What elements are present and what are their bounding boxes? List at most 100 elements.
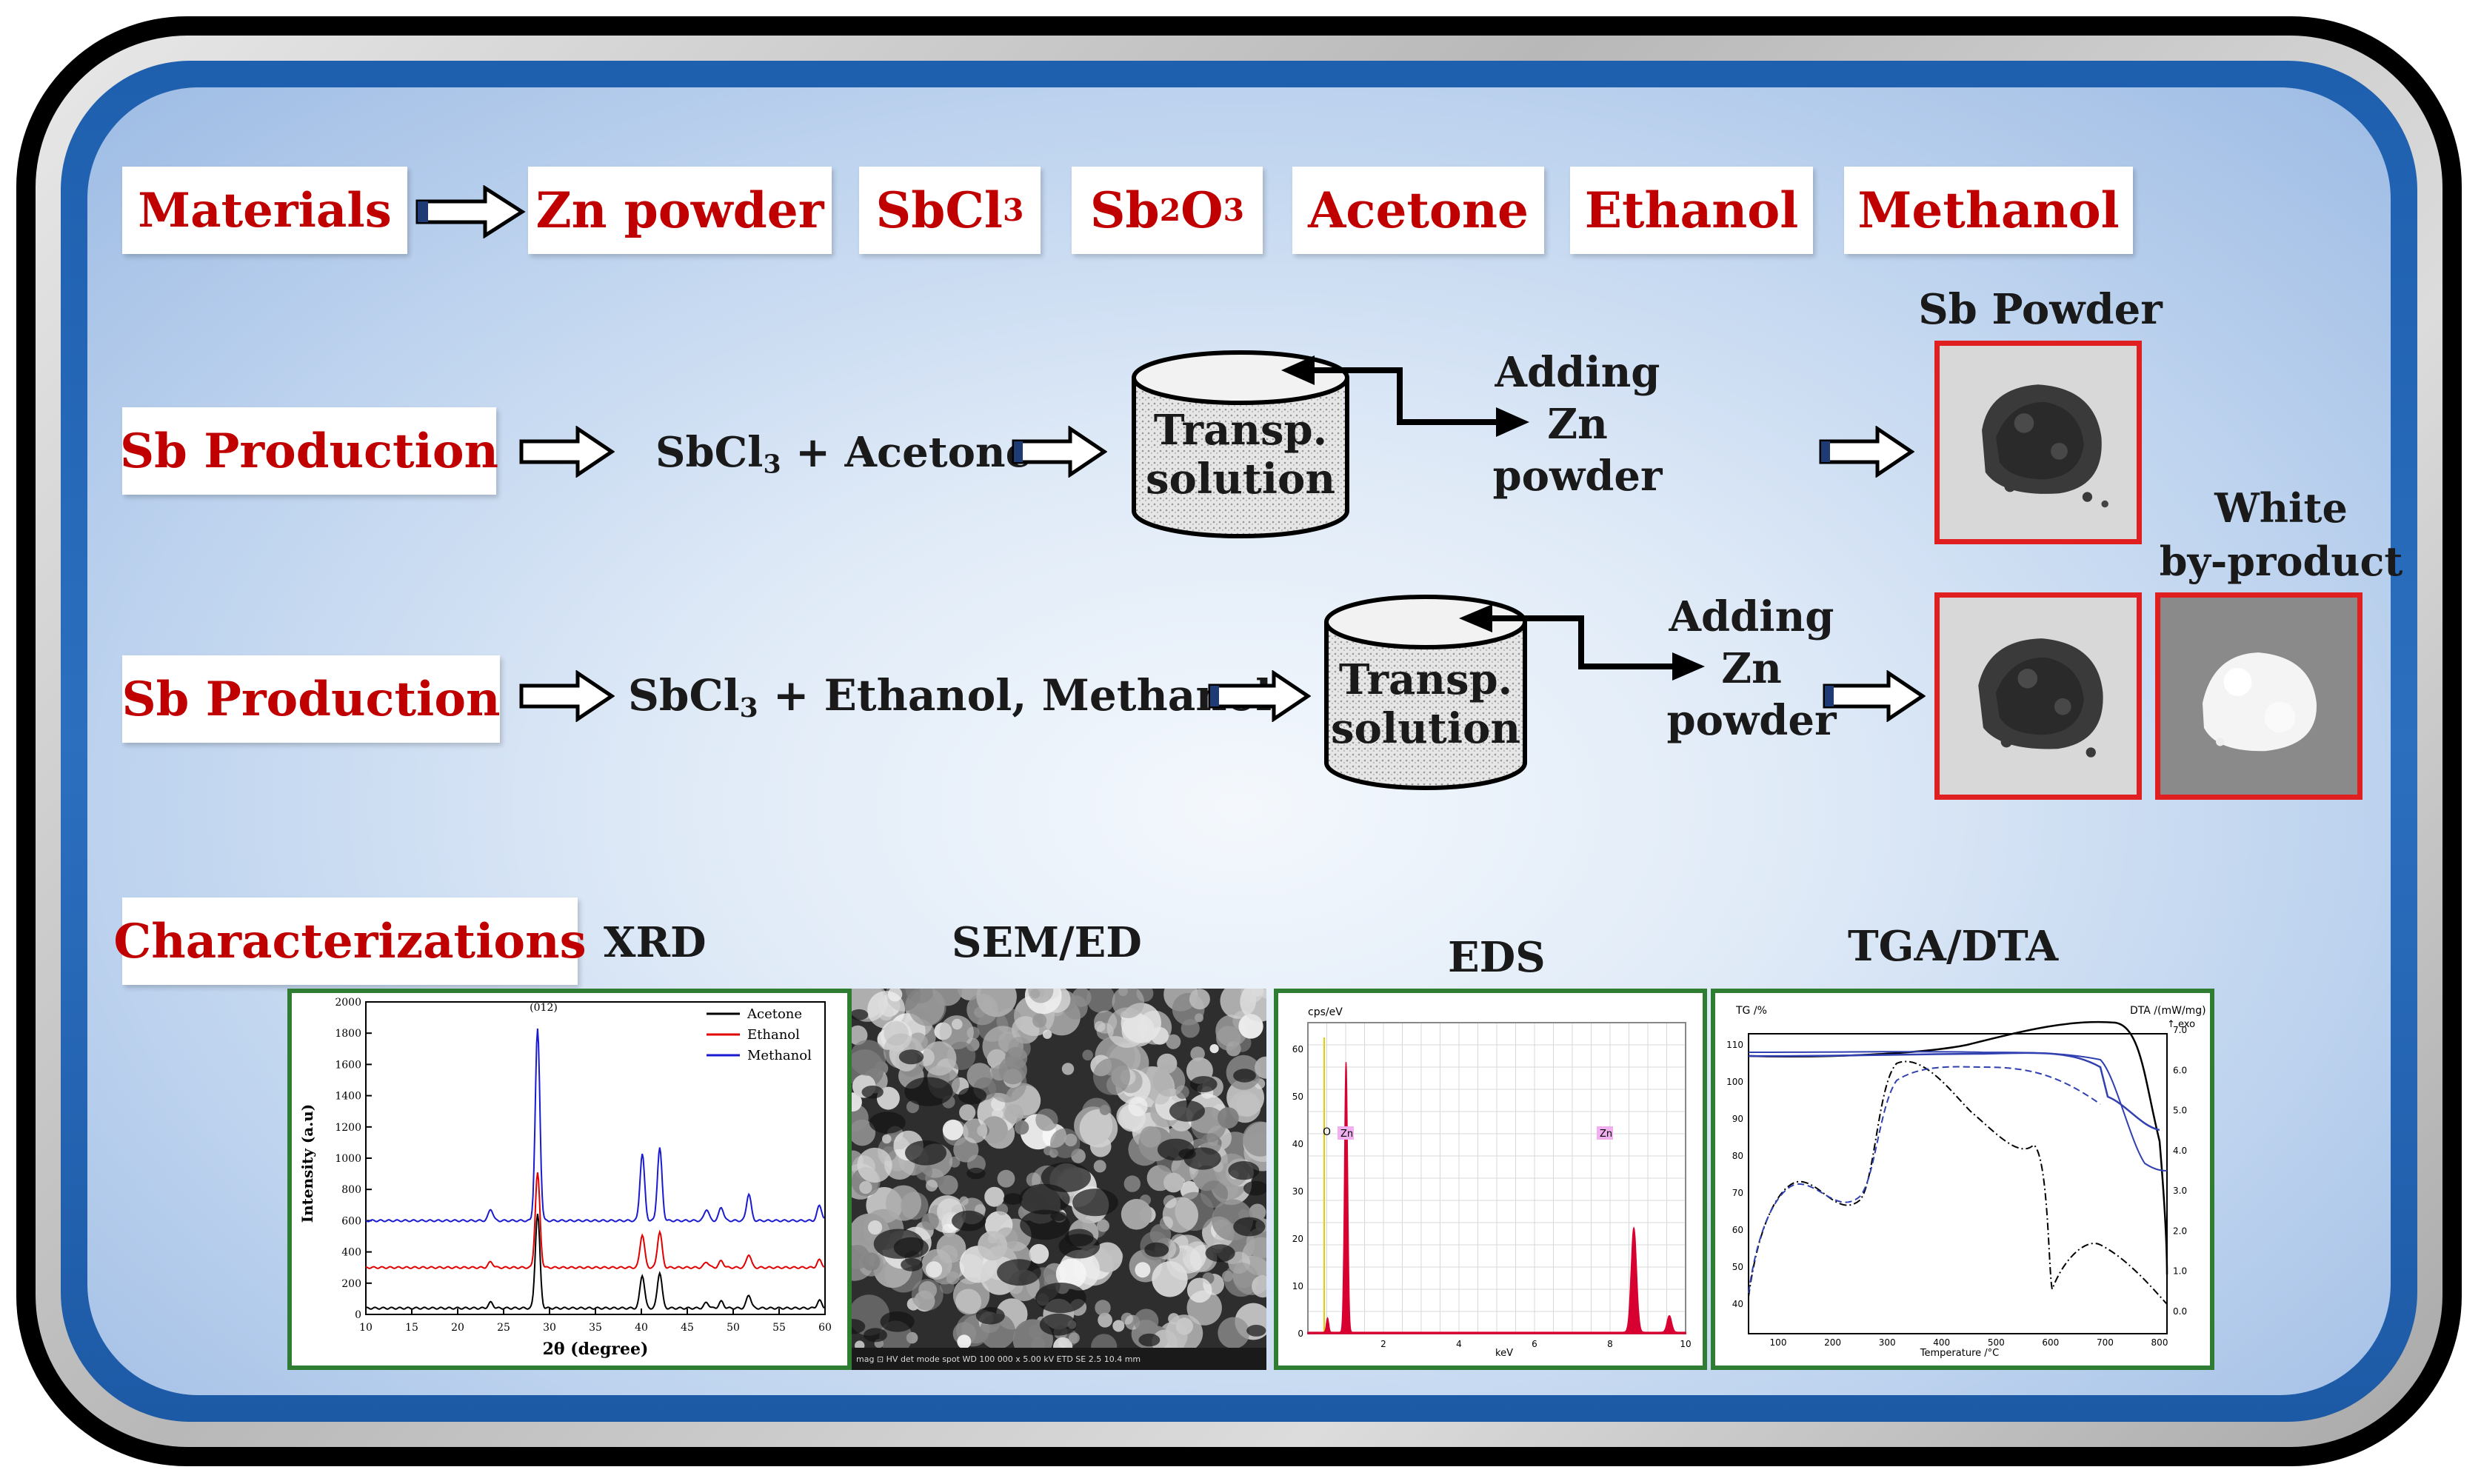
sem-footer: mag ⊡ HV det mode spot WD 100 000 x 5.00…: [856, 1354, 1141, 1364]
eds-x-tick: 8: [1607, 1339, 1613, 1349]
tga-svg: TG /% DTA /(mW/mg) ↑ exo 405060708090100…: [1726, 1005, 2206, 1359]
tga-curve-1: [1748, 1020, 2168, 1275]
tga-x-tick: 700: [2097, 1337, 2114, 1348]
xrd-x-tick: 60: [818, 1322, 832, 1334]
arrow-route1-a: [519, 426, 615, 478]
tga-right-tick: 6.0: [2173, 1065, 2187, 1075]
xrd-series-acetone: [365, 1213, 825, 1310]
arrow-route2-b: [1208, 670, 1311, 722]
xrd-ylabel: Intensity (a.u): [298, 1104, 316, 1223]
eds-y-ticks: 0 10 20 30 40 50 60: [1292, 1044, 1303, 1339]
tga-left-tick: 90: [1732, 1114, 1743, 1124]
route2-label: Sb Production: [121, 655, 501, 743]
eds-y-tick: 60: [1292, 1044, 1303, 1054]
tga-right-label: DTA /(mW/mg): [2130, 1005, 2206, 1017]
eds-spectrum: [1307, 1062, 1686, 1334]
tga-x-tick: 400: [1933, 1337, 1950, 1348]
xrd-legend: Acetone Ethanol Methanol: [707, 1006, 812, 1063]
sb-powder-image-2: [1934, 592, 2142, 800]
tga-left-tick: 40: [1732, 1299, 1743, 1309]
svg-text:Acetone: Acetone: [747, 1006, 802, 1022]
xrd-x-tick: 35: [589, 1322, 602, 1334]
tga-left-tick: 80: [1732, 1151, 1743, 1161]
material-methanol: Methanol: [1844, 167, 2133, 254]
xrd-x-tick: 30: [543, 1322, 556, 1334]
eds-x-tick: 6: [1532, 1339, 1537, 1349]
eds-y-tick: 40: [1292, 1139, 1303, 1149]
eds-peak-o: O: [1323, 1126, 1331, 1138]
connector-route1: [1281, 355, 1529, 437]
xrd-y-tick: 400: [341, 1247, 361, 1259]
tga-left-tick: 70: [1732, 1188, 1743, 1198]
tga-left-tick: 60: [1732, 1225, 1743, 1235]
characterizations-label: Characterizations: [113, 898, 587, 985]
tga-exo: ↑ exo: [2167, 1019, 2195, 1030]
xrd-x-tick: 45: [681, 1322, 694, 1334]
tga-x-tick: 500: [1988, 1337, 2005, 1348]
xrd-title: XRD: [604, 918, 707, 967]
eds-title: EDS: [1448, 933, 1546, 982]
tga-right-tick: 3.0: [2173, 1186, 2187, 1196]
svg-text:Ethanol: Ethanol: [747, 1027, 800, 1043]
tga-right-tick: 4.0: [2173, 1146, 2187, 1156]
tga-right-tick: 2.0: [2173, 1226, 2187, 1236]
tga-right-tick: 7.0: [2173, 1025, 2187, 1035]
arrow-route1-b: [1012, 426, 1107, 478]
xrd-y-tick: 200: [341, 1278, 361, 1290]
material-acetone: Acetone: [1292, 167, 1544, 254]
tga-x-tick: 100: [1770, 1337, 1787, 1348]
xrd-y-tick: 2000: [335, 997, 361, 1009]
tga-right-ticks: 0.01.02.03.04.05.06.07.0: [2173, 1025, 2187, 1317]
materials-label: Materials: [122, 167, 407, 254]
xrd-y-tick: 1000: [335, 1153, 361, 1165]
sem-image: mag ⊡ HV det mode spot WD 100 000 x 5.00…: [852, 989, 1266, 1370]
tga-left-tick: 100: [1726, 1077, 1743, 1087]
xrd-y-tick: 0: [355, 1309, 361, 1321]
arrow-route2-c: [1823, 670, 1926, 722]
vessel-route1-label: Transp.solution: [1145, 406, 1336, 504]
connector-route2: [1459, 604, 1705, 681]
tga-right-tick: 0.0: [2173, 1306, 2187, 1317]
arrow-materials: [415, 185, 526, 238]
arrow-route2-a: [519, 670, 615, 722]
dta-curve-2: [1748, 1066, 2101, 1294]
eds-y-tick: 50: [1292, 1092, 1303, 1102]
xrd-x-tick: 25: [497, 1322, 510, 1334]
eds-peak-zn2: Zn: [1600, 1129, 1612, 1140]
tga-x-tick: 200: [1824, 1337, 1841, 1348]
eds-grid: [1307, 1022, 1686, 1334]
eds-y-tick: 10: [1292, 1281, 1303, 1291]
tga-x-tick: 300: [1879, 1337, 1896, 1348]
sb-powder-title: Sb Powder: [1918, 285, 2163, 334]
vessel-route1: [1132, 350, 1349, 538]
tga-xlabel: Temperature /°C: [1920, 1348, 1999, 1359]
eds-y-tick: 20: [1292, 1234, 1303, 1244]
eds-xlabel: keV: [1495, 1348, 1513, 1359]
dta-curve-1: [1748, 1060, 2168, 1305]
eds-y-tick: 0: [1298, 1328, 1303, 1339]
route1-label: Sb Production: [120, 407, 498, 495]
eds-x-tick: 10: [1680, 1339, 1691, 1349]
xrd-y-tick: 600: [341, 1215, 361, 1227]
material-ethanol: Ethanol: [1570, 167, 1813, 254]
route1-reagents: SbCl3 + Acetone: [655, 428, 1032, 480]
xrd-x-tick: 55: [772, 1322, 786, 1334]
xrd-xlabel: 2θ (degree): [543, 1340, 649, 1359]
byproduct-image: [2155, 592, 2363, 800]
xrd-y-tick: 1200: [335, 1122, 361, 1134]
eds-y-tick: 30: [1292, 1186, 1303, 1197]
eds-peak-zn1: Zn: [1340, 1129, 1353, 1140]
tga-x-tick: 600: [2042, 1337, 2059, 1348]
xrd-peak-012: (012): [530, 1002, 558, 1014]
